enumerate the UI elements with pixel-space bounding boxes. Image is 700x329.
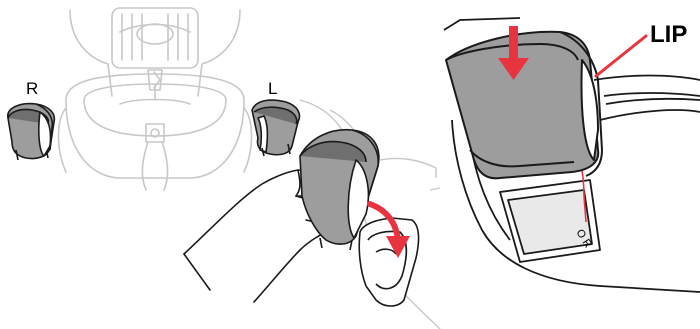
label-right: R [26, 79, 38, 98]
label-left: L [268, 79, 277, 98]
cupholder-left-icon [251, 99, 301, 157]
cupholder-detail-icon [445, 30, 603, 180]
car-seat-illustration [57, 7, 253, 191]
label-lip: LIP [650, 21, 687, 48]
down-arrow-icon [498, 26, 529, 80]
curved-arrow-icon [367, 201, 410, 258]
cupholder-inserting-icon [299, 128, 380, 251]
seat-slot [358, 217, 420, 307]
lip-leader-line [594, 34, 648, 78]
detail-panel: O R LIP [443, 0, 700, 329]
cupholder-right-icon [7, 102, 56, 161]
